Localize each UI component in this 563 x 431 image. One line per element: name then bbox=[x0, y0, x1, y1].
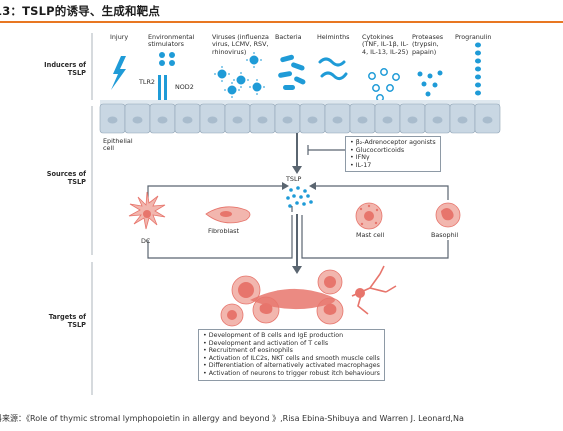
cell-nucleus bbox=[382, 116, 393, 124]
progranulin-icon bbox=[475, 42, 481, 96]
dc-label: DC bbox=[141, 237, 151, 245]
cell-nucleus bbox=[157, 116, 168, 124]
cell-nucleus bbox=[307, 116, 318, 124]
inhibitor-item: • Glucocorticoids bbox=[350, 146, 405, 154]
tlr2-receptor-icon bbox=[158, 75, 167, 100]
fibroblast-icon bbox=[205, 206, 251, 224]
cell-nucleus bbox=[432, 116, 443, 124]
target-item: • Development of B cells and IgE product… bbox=[203, 332, 344, 339]
target-item: • Activation of ILC2s, NKT cells and smo… bbox=[203, 354, 380, 362]
helminths-label: Helminths bbox=[317, 33, 350, 41]
protease-icon bbox=[417, 70, 443, 97]
cell-nucleus bbox=[232, 116, 243, 124]
mast-cell-label: Mast cell bbox=[356, 231, 385, 239]
epithelium-to-tslp-arrow bbox=[292, 133, 302, 174]
tslp-to-targets-arrow bbox=[292, 214, 302, 274]
inducers-label: Inducers of TSLP bbox=[44, 61, 86, 77]
target-item: • Development and activation of T cells bbox=[203, 339, 329, 347]
targets-list: • Development of B cells and IgE product… bbox=[203, 332, 380, 378]
source-footnote: 料来源：《Role of thymic stromal lymphopoieti… bbox=[0, 414, 464, 423]
proteases-label: Proteases (trypsin, papain) bbox=[412, 33, 444, 56]
mast-cell-icon bbox=[355, 202, 383, 230]
inhibitor-item: • IFNγ bbox=[350, 154, 370, 162]
injury-label: Injury bbox=[110, 33, 129, 41]
source-arrowheads bbox=[282, 182, 316, 190]
page-title: 13：TSLP的诱导、生成和靶点 bbox=[0, 4, 161, 18]
nod2-label: NOD2 bbox=[175, 83, 194, 91]
cytokine-icon bbox=[368, 68, 400, 102]
cell-nucleus bbox=[357, 116, 368, 124]
fibroblast-label: Fibroblast bbox=[208, 227, 240, 235]
cell-nucleus bbox=[132, 116, 143, 124]
cell-nucleus bbox=[107, 116, 118, 124]
header-accent-bar bbox=[0, 21, 563, 23]
inhibitors-list: • β₂-Adrenoceptor agonists• Glucocortico… bbox=[350, 139, 436, 169]
basophil-icon bbox=[435, 202, 461, 228]
cytokines-label: Cytokines (TNF, IL-1β, IL-4, IL-13, IL-2… bbox=[362, 33, 409, 56]
cell-nucleus bbox=[457, 116, 468, 124]
inhibitor-item: • β₂-Adrenoceptor agonists bbox=[350, 139, 436, 146]
basophil-label: Basophil bbox=[431, 231, 459, 239]
lightning-icon bbox=[111, 56, 126, 90]
target-cells-cluster bbox=[220, 265, 397, 327]
tslp-molecule-icon bbox=[286, 186, 313, 208]
epithelium-layer bbox=[99, 100, 501, 134]
viruses-label: Viruses (influenza virus, LCMV, RSV, rhi… bbox=[212, 33, 269, 56]
bacteria-icon bbox=[278, 54, 306, 90]
targets-label: Targets of TSLP bbox=[48, 313, 86, 329]
target-item: • Differentiation of alternatively activ… bbox=[203, 362, 380, 370]
cell-nucleus bbox=[482, 116, 493, 124]
targets-box: • Development of B cells and IgE product… bbox=[198, 329, 385, 381]
inhibitor-line bbox=[307, 145, 345, 155]
header: 13：TSLP的诱导、生成和靶点 bbox=[0, 0, 563, 23]
bacteria-label: Bacteria bbox=[275, 33, 302, 41]
sources-label: Sources of TSLP bbox=[46, 170, 86, 186]
inhibitors-box: • β₂-Adrenoceptor agonists• Glucocortico… bbox=[345, 136, 441, 173]
environmental-stimulators-label: Environmental stimulators bbox=[148, 33, 195, 49]
target-item: • Recruitment of eosinophils bbox=[203, 347, 293, 355]
stimulator-particles-icon bbox=[159, 52, 175, 66]
cell-nucleus bbox=[282, 116, 293, 124]
target-item: • Activation of neurons to trigger robus… bbox=[203, 369, 380, 377]
cell-nucleus bbox=[332, 116, 343, 124]
helminth-icon bbox=[318, 57, 348, 81]
epithelial-cell-label: Epithelial cell bbox=[103, 137, 133, 153]
cell-nucleus bbox=[257, 116, 268, 124]
dc-cell-icon bbox=[128, 191, 166, 230]
virus-icon bbox=[214, 52, 265, 98]
cell-nucleus bbox=[407, 116, 418, 124]
tlr2-label: TLR2 bbox=[139, 78, 155, 86]
inhibitor-item: • IL-17 bbox=[350, 161, 372, 169]
cell-nucleus bbox=[207, 116, 218, 124]
progranulin-label: Progranulin bbox=[455, 33, 492, 41]
cell-nucleus bbox=[182, 116, 193, 124]
tslp-label: TSLP bbox=[286, 175, 302, 183]
